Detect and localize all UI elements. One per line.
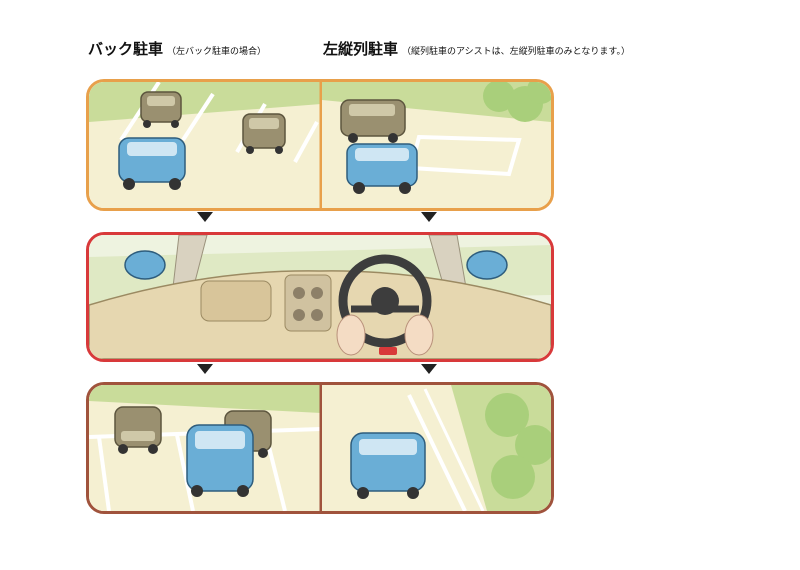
- panel-dashboard: [86, 232, 554, 362]
- arrow-down-icon: [197, 212, 213, 222]
- parked-car: [140, 91, 182, 128]
- parallel-parking-title: 左縦列駐車: [323, 40, 399, 58]
- back-parking-note: （左バック駐車の場合）: [167, 47, 267, 57]
- parallel-parking-approach-scene: [322, 82, 551, 208]
- parallel-parking-result-scene: [322, 385, 551, 511]
- steering-wheel: [338, 254, 432, 348]
- parked-car: [114, 406, 162, 454]
- side-mirror: [466, 250, 508, 280]
- back-parking-approach-scene: [89, 82, 321, 208]
- heading-parallel-parking: 左縦列駐車（縦列駐車のアシストは、左縦列駐車のみとなります。）: [323, 38, 630, 59]
- parked-car: [340, 99, 406, 143]
- arrow-down-icon: [421, 364, 437, 374]
- arrow-down-icon: [421, 212, 437, 222]
- dashboard-scene: [89, 235, 551, 359]
- blue-car: [350, 432, 426, 499]
- heading-back-parking: バック駐車（左バック駐車の場合）: [88, 38, 266, 59]
- blue-car: [186, 424, 254, 497]
- parked-car: [242, 113, 286, 154]
- arrow-down-icon: [197, 364, 213, 374]
- blue-car: [346, 143, 418, 194]
- side-mirror: [124, 250, 166, 280]
- blue-car: [118, 137, 186, 190]
- back-parking-result-scene: [89, 385, 322, 511]
- panel-result: [86, 382, 554, 514]
- panel-approach: [86, 79, 554, 211]
- back-parking-title: バック駐車: [88, 40, 164, 58]
- parallel-parking-note: （縦列駐車のアシストは、左縦列駐車のみとなります。）: [402, 47, 630, 57]
